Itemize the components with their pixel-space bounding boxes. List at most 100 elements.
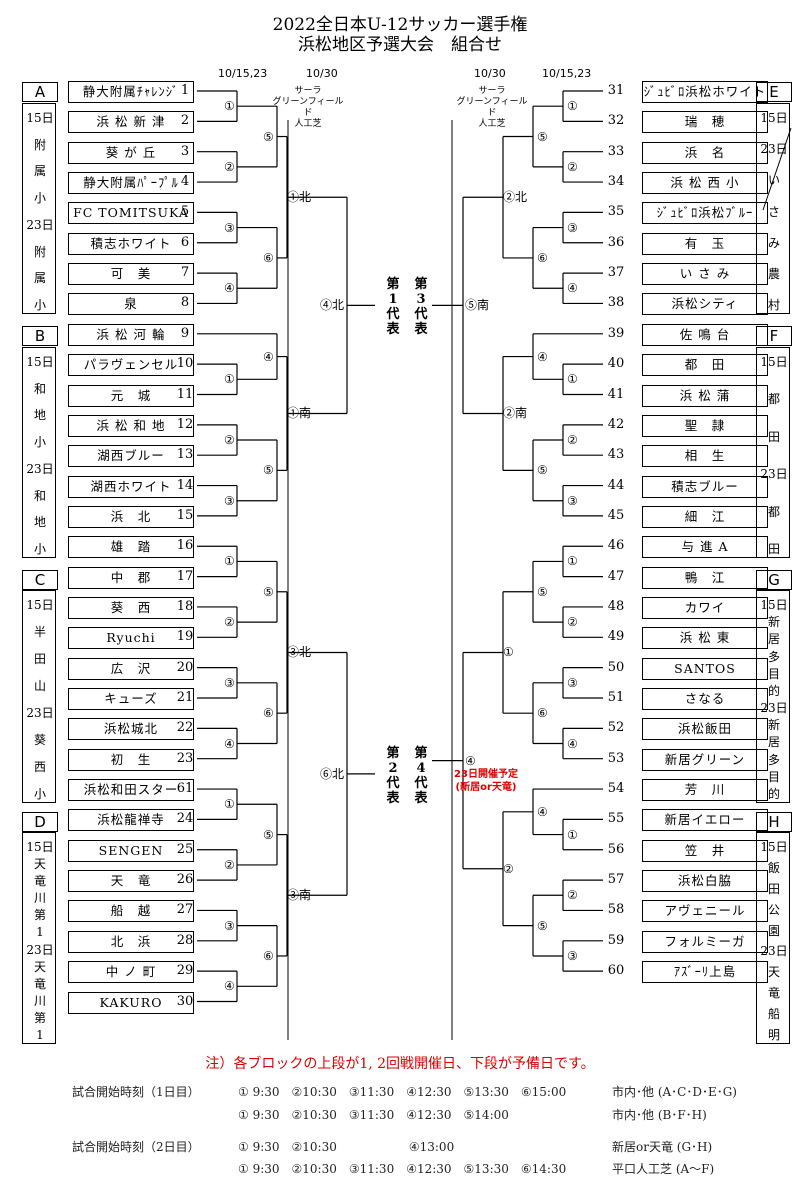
date-right-r34: 10/30 bbox=[474, 67, 506, 80]
team-number-right: 34 bbox=[607, 174, 625, 190]
team-name-left: Ryuchi bbox=[68, 627, 194, 650]
match-label: ⑤ bbox=[263, 463, 274, 478]
team-number-left: 8 bbox=[180, 295, 190, 311]
team-number-right: 37 bbox=[607, 265, 625, 281]
team-name-left: 浜松龍禅寺 bbox=[68, 809, 194, 832]
match-label: ⑤ bbox=[263, 129, 274, 144]
match-label: ⑥ bbox=[263, 250, 274, 265]
block-info-char: 小 bbox=[33, 542, 46, 556]
schedule-label: 試合開始時刻（1日目） bbox=[72, 1085, 200, 1099]
block-info-char: 船 bbox=[767, 1007, 780, 1022]
match-label: ④ bbox=[567, 281, 578, 296]
block-info-char: 目 bbox=[767, 666, 780, 681]
representative-char: 第 bbox=[414, 277, 428, 293]
team-number-right: 32 bbox=[607, 113, 625, 129]
match-label: ④ bbox=[224, 281, 235, 296]
block-letter-F: F bbox=[756, 326, 792, 346]
representative-char: 表 bbox=[414, 322, 428, 338]
team-name-left: 静大附属ﾁｬﾚﾝｼﾞ bbox=[68, 81, 194, 103]
match-label: ⑥ bbox=[537, 250, 548, 265]
match-label: ① bbox=[567, 99, 578, 114]
block-info-char: 天 bbox=[767, 965, 780, 980]
team-number-left: 9 bbox=[180, 325, 190, 341]
team-number-right: 47 bbox=[607, 568, 625, 584]
team-number-left: 17 bbox=[176, 568, 194, 584]
team-name-right: 浜 松 蒲 bbox=[642, 384, 768, 407]
block-info-char: 田 bbox=[767, 429, 780, 444]
team-name-right: さなる bbox=[642, 688, 768, 710]
team-number-left: 1 bbox=[180, 83, 190, 98]
match-label: ② bbox=[224, 615, 235, 630]
block-letter-E: E bbox=[756, 82, 792, 102]
block-info-char: 飯 bbox=[767, 860, 780, 875]
team-number-right: 52 bbox=[607, 720, 625, 736]
match-label: ⑤ bbox=[537, 463, 548, 478]
block-info-char: 都 bbox=[767, 504, 780, 519]
team-number-left: 30 bbox=[176, 993, 194, 1009]
team-number-left: 15 bbox=[176, 507, 194, 523]
block-info-char: 田 bbox=[767, 542, 780, 556]
representative-char: 第 bbox=[386, 745, 400, 761]
match-label: ① bbox=[567, 827, 578, 842]
title-line-2: 浜松地区予選大会 組合せ bbox=[298, 35, 502, 55]
match-label: ① bbox=[224, 99, 235, 114]
block-info-char: 天 bbox=[33, 857, 46, 872]
team-name-left: 泉 bbox=[68, 293, 194, 316]
block-info-char: 山 bbox=[33, 679, 46, 693]
team-name-left: 葵 西 bbox=[68, 596, 194, 619]
team-number-right: 42 bbox=[607, 416, 625, 432]
red-note: 23日開催予定 (新居or天竜) bbox=[446, 768, 526, 794]
team-name-left: 浜 松 和 地 bbox=[68, 414, 194, 437]
block-info-char: 新 bbox=[767, 718, 780, 733]
team-name-left: 雄 踏 bbox=[68, 536, 194, 559]
team-name-left: 浜 北 bbox=[68, 505, 194, 528]
team-number-right: 60 bbox=[607, 963, 625, 979]
team-name-left: SENGEN bbox=[68, 839, 194, 862]
team-name-left: 中 ノ 町 bbox=[68, 961, 194, 984]
match-label: ⑤南 bbox=[465, 298, 490, 313]
block-info-char: 属 bbox=[33, 164, 46, 179]
match-label: ④ bbox=[537, 804, 548, 819]
team-name-left: 静大附属ﾊﾟｰﾌﾟﾙ bbox=[68, 172, 194, 195]
team-name-right: 聖 隷 bbox=[642, 414, 768, 437]
match-label: ④ bbox=[224, 979, 235, 994]
team-number-left: 3 bbox=[180, 143, 190, 159]
team-name-right: 細 江 bbox=[642, 505, 768, 528]
block-info-char: 15日 bbox=[26, 840, 54, 854]
team-number-left: 10 bbox=[176, 356, 194, 372]
block-info-char: 小 bbox=[33, 435, 46, 450]
match-label: ① bbox=[224, 797, 235, 812]
team-name-left: 葵 が 丘 bbox=[68, 141, 194, 164]
block-info-char: さ bbox=[767, 204, 780, 219]
match-label: ③北 bbox=[287, 645, 312, 660]
block-info-char: 15日 bbox=[26, 111, 54, 125]
team-number-right: 54 bbox=[607, 781, 625, 797]
team-number-left: 12 bbox=[176, 416, 194, 432]
team-name-left: パラヴェンセル bbox=[68, 354, 194, 377]
team-number-left: 24 bbox=[176, 811, 194, 827]
block-info-char: 属 bbox=[33, 271, 46, 286]
team-name-right: 浜松飯田 bbox=[642, 718, 768, 741]
block-info-char: 23日 bbox=[26, 461, 54, 476]
match-label: ④ bbox=[263, 349, 274, 364]
team-number-left: 28 bbox=[176, 932, 194, 948]
schedule-label: 試合開始時刻（2日目） bbox=[72, 1140, 200, 1154]
match-label: ① bbox=[567, 554, 578, 569]
team-number-left: 18 bbox=[176, 598, 194, 614]
block-info-char: 明 bbox=[767, 1028, 780, 1042]
match-label: ② bbox=[567, 159, 578, 174]
match-label: ② bbox=[567, 615, 578, 630]
team-name-right: ｱｽﾞｰﾘ上島 bbox=[642, 961, 768, 984]
team-number-right: 49 bbox=[607, 629, 625, 645]
block-info-char: 多 bbox=[767, 752, 780, 767]
block-info-char: 葵 bbox=[33, 733, 46, 747]
team-name-left: 積志ホワイト bbox=[68, 232, 194, 255]
block-info-char: 新 bbox=[767, 615, 780, 630]
team-number-left: 19 bbox=[176, 629, 194, 645]
venue-left-line1: サーラ bbox=[294, 86, 322, 96]
block-info-char: 地 bbox=[33, 408, 46, 423]
